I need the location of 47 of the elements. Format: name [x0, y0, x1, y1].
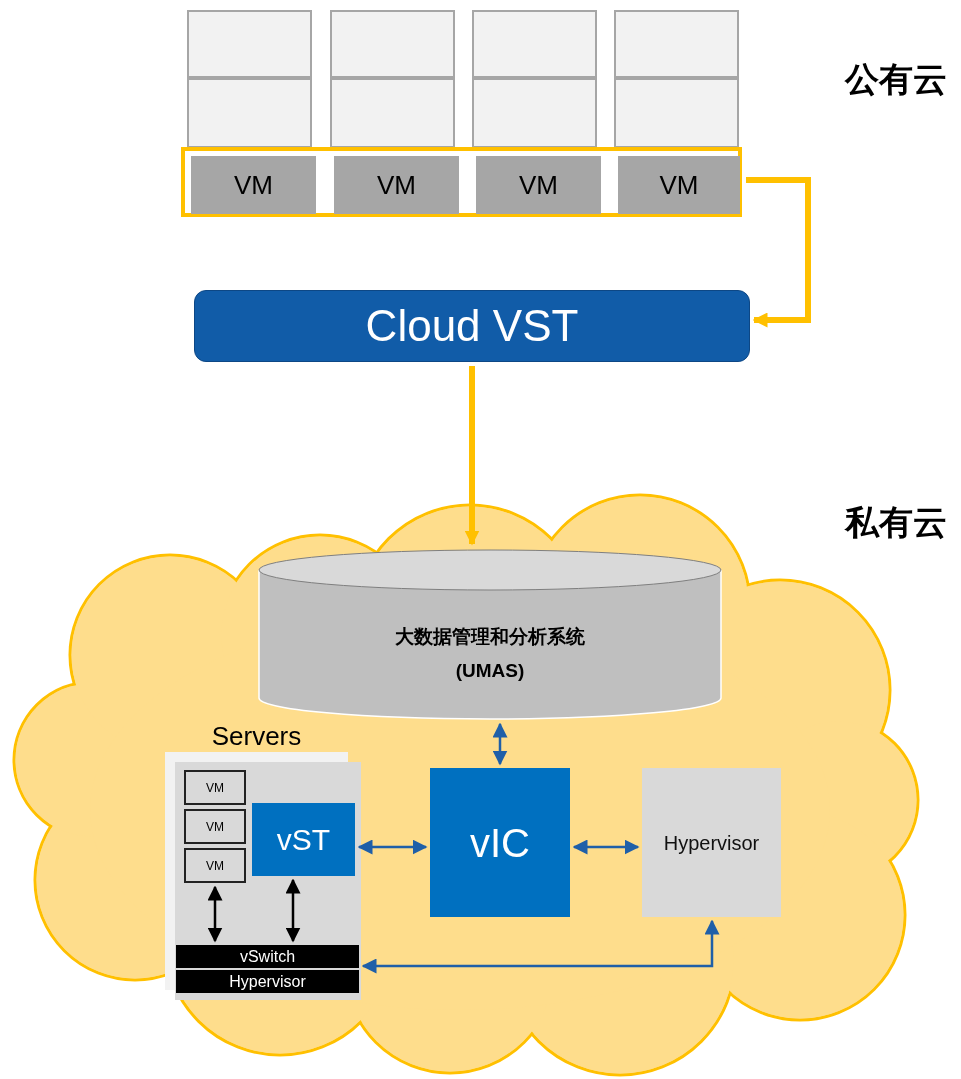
node-label: Hypervisor [229, 973, 306, 990]
arrow [492, 722, 508, 766]
server-slot [614, 10, 739, 78]
vm-box [191, 156, 316, 214]
node-label: vSwitch [239, 948, 296, 965]
vm-box [618, 156, 740, 214]
hypervisor-box [642, 768, 781, 917]
server-slot [187, 10, 312, 78]
arrow [464, 366, 480, 546]
arrow [746, 177, 811, 328]
vm-group-frame [181, 147, 742, 217]
vm-box [184, 770, 246, 805]
region-label: 私有云 [845, 505, 947, 539]
vst-box [252, 803, 355, 876]
vswitch-bar [176, 945, 359, 968]
arrow [361, 919, 720, 974]
node-label: VM [206, 857, 224, 875]
panel-heading: Servers [210, 720, 303, 752]
server-slot [472, 78, 597, 148]
node-label: VM [234, 168, 273, 202]
server-slot [330, 10, 455, 78]
vic-box [430, 768, 570, 917]
arrow [572, 839, 640, 855]
node-label: VM [206, 779, 224, 797]
database-label: 大数据管理和分析系统(UMAS) [394, 625, 586, 683]
server-slot [330, 78, 455, 148]
server-slot [614, 78, 739, 148]
arrow [207, 885, 223, 943]
hypervisor-bar [176, 970, 359, 993]
arrow [357, 839, 428, 855]
vm-box [184, 809, 246, 844]
node-label: VM [377, 168, 416, 202]
arrow [285, 878, 301, 943]
node-label: Hypervisor [663, 830, 760, 856]
node-label: vIC [470, 819, 530, 867]
vm-box [476, 156, 601, 214]
server-slot [472, 10, 597, 78]
vm-box [334, 156, 459, 214]
node-label: VM [519, 168, 558, 202]
node-label: VM [206, 818, 224, 836]
node-label: VM [659, 168, 699, 202]
node-label: vST [276, 822, 331, 858]
region-label: 公有云 [845, 62, 947, 96]
vm-box [184, 848, 246, 883]
node-label: Cloud VST [365, 300, 579, 352]
cloud-vst-bar [194, 290, 750, 362]
server-slot [187, 78, 312, 148]
